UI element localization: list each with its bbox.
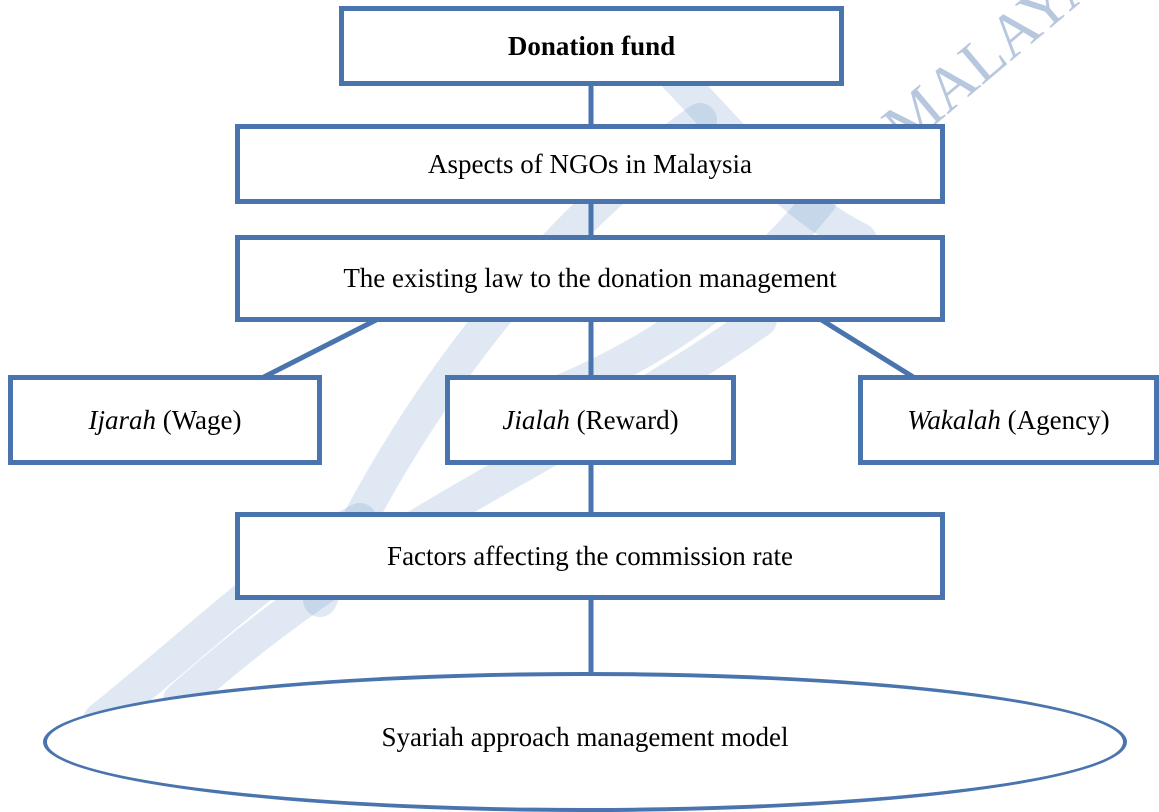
jialah-box: Jialah (Reward) <box>445 375 736 465</box>
wakalah-box: Wakalah (Agency) <box>858 375 1159 465</box>
donation-fund-box: Donation fund <box>339 6 844 86</box>
ijarah-term: Ijarah <box>88 404 156 435</box>
jialah-term: Jialah <box>502 404 570 435</box>
flow-diagram <box>256 80 920 672</box>
existing-law-box: The existing law to the donation managem… <box>235 235 945 322</box>
ijarah-gloss: (Wage) <box>162 404 242 435</box>
jialah-gloss: (Reward) <box>576 404 679 435</box>
existing-law-label: The existing law to the donation managem… <box>343 263 837 293</box>
donation-fund-label: Donation fund <box>507 30 676 61</box>
wakalah-gloss: (Agency) <box>1007 404 1110 435</box>
ijarah-box: Ijarah (Wage) <box>8 375 322 465</box>
connector-law-ijarah <box>256 316 380 383</box>
factors-label: Factors affecting the commission rate <box>387 540 793 571</box>
connector-law-wakalah <box>818 316 920 383</box>
factors-box: Factors affecting the commission rate <box>235 512 945 600</box>
model-label: Syariah approach management model <box>381 722 789 752</box>
aspects-ngos-box: Aspects of NGOs in Malaysia <box>235 124 945 204</box>
aspects-ngos-label: Aspects of NGOs in Malaysia <box>428 148 752 179</box>
wakalah-term: Wakalah <box>907 404 1001 435</box>
